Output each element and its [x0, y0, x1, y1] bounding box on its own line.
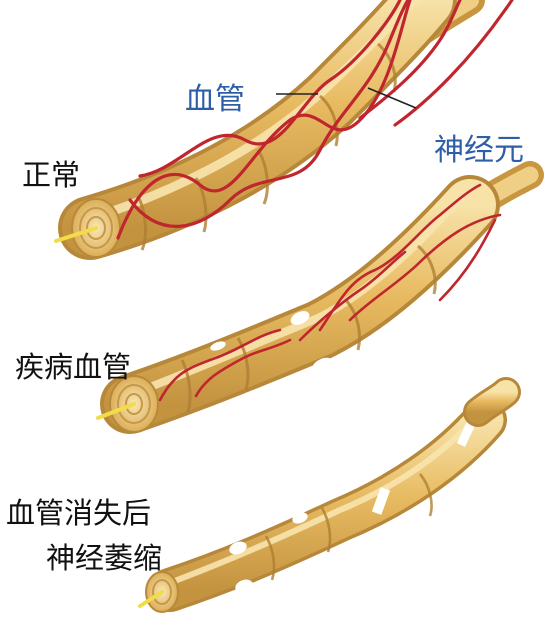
atrophied-nerve [140, 392, 506, 612]
label-normal: 正常 [22, 152, 80, 194]
label-neuron: 神经元 [434, 125, 524, 169]
label-blood-vessel: 血管 [185, 74, 245, 118]
label-nerve-atrophy: 神经萎缩 [46, 535, 162, 577]
label-after-vessel-loss: 血管消失后 [6, 490, 151, 532]
label-diseased-vessel: 疾病血管 [15, 344, 131, 386]
